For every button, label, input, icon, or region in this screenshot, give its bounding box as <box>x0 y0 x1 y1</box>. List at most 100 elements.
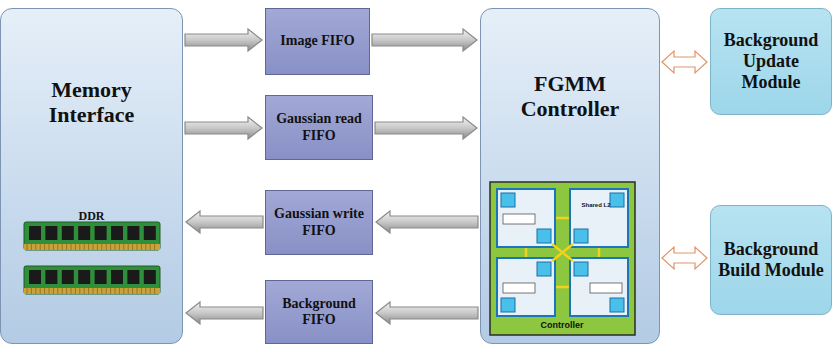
contact-pin <box>31 244 32 250</box>
contact-pin <box>93 244 94 250</box>
contact-pin <box>35 244 36 250</box>
contact-pin <box>150 244 151 250</box>
node-title: Image FIFO <box>280 33 354 49</box>
contact-pin <box>75 288 76 294</box>
contact-pin <box>88 244 89 250</box>
contact-pin <box>106 288 107 294</box>
block-arrow <box>376 211 478 233</box>
contact-pin <box>62 288 63 294</box>
contact-pin <box>75 244 76 250</box>
contact-pin <box>110 288 111 294</box>
contact-pin <box>97 288 98 294</box>
fifo-box: Gaussian write FIFO <box>265 190 373 255</box>
contact-pin <box>40 288 41 294</box>
memory-chip <box>111 226 123 240</box>
interconnect-arrows <box>526 218 599 287</box>
contact-pin <box>44 244 45 250</box>
core-block <box>570 258 628 316</box>
memory-chip <box>127 226 139 240</box>
contact-pin <box>49 288 50 294</box>
core-bars <box>503 214 622 293</box>
memory-chip <box>62 270 74 284</box>
contact-pin <box>115 244 116 250</box>
node-title: Gaussian write FIFO <box>269 206 369 238</box>
fifo-box: Image FIFO <box>265 8 370 75</box>
chip-caption: Controller <box>540 320 583 330</box>
contact-pin <box>137 244 138 250</box>
contact-pin <box>57 244 58 250</box>
gold-contacts <box>24 244 160 250</box>
contact-pin <box>44 288 45 294</box>
double-arrow <box>662 51 707 73</box>
double-arrow <box>662 247 707 269</box>
contact-pin <box>128 244 129 250</box>
contact-pin <box>119 288 120 294</box>
contact-pin <box>27 244 28 250</box>
contact-pin <box>106 244 107 250</box>
contact-pin <box>97 244 98 250</box>
memory-chip <box>78 270 90 284</box>
contact-pin <box>154 244 155 250</box>
memory-stick <box>24 266 160 294</box>
ddr-memory-sticks <box>24 222 160 294</box>
contact-pin <box>53 288 54 294</box>
chip-die <box>490 182 635 335</box>
contact-pin <box>132 288 133 294</box>
contact-pin <box>88 288 89 294</box>
contact-pin <box>110 244 111 250</box>
module-box: Background Update Module <box>710 8 832 115</box>
contact-pin <box>66 288 67 294</box>
memory-chip <box>45 270 57 284</box>
node-title: Background Build Module <box>713 239 829 280</box>
contact-pin <box>27 288 28 294</box>
memory-chip <box>78 226 90 240</box>
memory-chip <box>95 226 107 240</box>
module-box: Background Build Module <box>710 205 832 315</box>
contact-pin <box>35 288 36 294</box>
contact-pin <box>141 244 142 250</box>
contact-pin <box>145 244 146 250</box>
contact-pin <box>115 288 116 294</box>
cache-squares <box>501 193 624 312</box>
core-blocks <box>497 189 628 316</box>
node-title: Background FIFO <box>269 296 369 328</box>
node-title: FGMM Controller <box>495 71 645 122</box>
contact-pin <box>40 244 41 250</box>
block-arrow <box>186 302 263 324</box>
memory-stick <box>24 222 160 250</box>
core-block <box>497 189 555 247</box>
contact-pin <box>154 288 155 294</box>
node-title: Gaussian read FIFO <box>269 111 369 143</box>
memory-chip <box>95 270 107 284</box>
contact-pin <box>132 244 133 250</box>
contact-pin <box>62 244 63 250</box>
core-block <box>570 189 628 247</box>
memory-chip <box>144 270 156 284</box>
memory-chip <box>127 270 139 284</box>
memory-chip <box>29 270 41 284</box>
memory-chip <box>29 226 41 240</box>
contact-pin <box>79 288 80 294</box>
fifo-box: Background FIFO <box>265 280 373 344</box>
node-title: Background Update Module <box>713 30 829 92</box>
contact-pin <box>119 244 120 250</box>
node-title: Memory Interface <box>17 77 167 128</box>
contact-pin <box>84 288 85 294</box>
contact-pin <box>101 288 102 294</box>
part-label: DDR <box>79 210 105 224</box>
memory-chip <box>45 226 57 240</box>
contact-pin <box>79 244 80 250</box>
contact-pin <box>150 288 151 294</box>
controller-chip-illustration <box>490 182 635 335</box>
contact-pin <box>53 244 54 250</box>
block-arrow <box>186 211 263 233</box>
contact-pin <box>84 244 85 250</box>
block-arrow <box>372 29 477 51</box>
block-arrow <box>376 302 478 324</box>
block-arrow <box>185 29 262 51</box>
memory-chip <box>144 226 156 240</box>
chip-part-label: Shared L2 <box>581 202 610 208</box>
contact-pin <box>145 288 146 294</box>
